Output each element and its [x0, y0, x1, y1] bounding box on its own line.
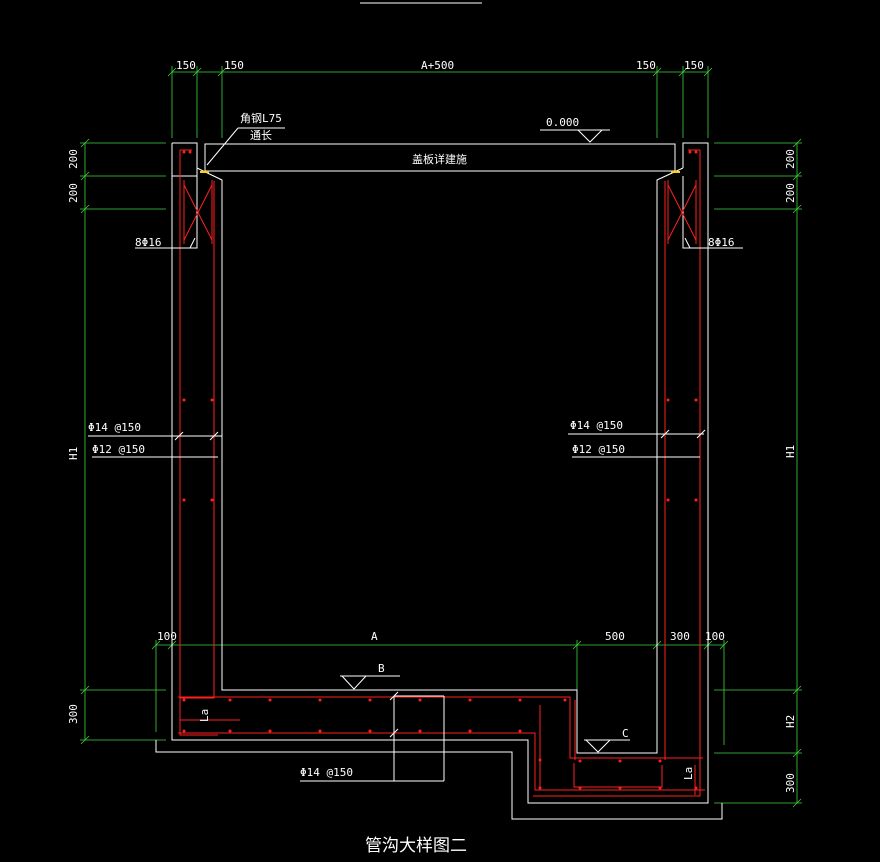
label-angle-steel: 角钢L75	[240, 112, 282, 125]
label-level-c: C	[622, 727, 629, 740]
dim-top-150-c: 150	[636, 59, 656, 72]
dim-bot-100-a: 100	[157, 630, 177, 643]
label-wall-phi12-right: Φ12 @150	[572, 443, 625, 456]
dim-bot-500: 500	[605, 630, 625, 643]
label-8phi16-right: 8Φ16	[708, 236, 735, 249]
dim-right-300: 300	[784, 773, 797, 793]
rebar	[178, 149, 705, 797]
dim-left-200-b: 200	[67, 183, 80, 203]
label-lap-right: La	[682, 767, 695, 780]
label-elevation: 0.000	[546, 116, 579, 129]
concrete-outline	[155, 142, 723, 820]
dim-right-200-a: 200	[784, 149, 797, 169]
dimension-lines	[80, 66, 802, 808]
dim-bot-100-b: 100	[705, 630, 725, 643]
label-8phi16-left: 8Φ16	[135, 236, 162, 249]
label-cover-plate: 盖板详建施	[412, 152, 467, 166]
label-lap-left: La	[198, 709, 211, 722]
drawing-title: 管沟大样图二	[365, 836, 467, 856]
dim-right-h1: H1	[784, 445, 797, 458]
dim-bot-300: 300	[670, 630, 690, 643]
leaders	[88, 127, 743, 782]
label-level-b: B	[378, 662, 385, 675]
dim-left-h1: H1	[67, 447, 80, 460]
dim-right-h2: H2	[784, 715, 797, 728]
label-slab-phi14: Φ14 @150	[300, 766, 353, 779]
dim-top-a-plus-500: A+500	[421, 59, 454, 72]
dim-bot-a: A	[371, 630, 378, 643]
label-wall-phi14-left: Φ14 @150	[88, 421, 141, 434]
cover-plate	[204, 143, 676, 172]
label-full-length: 通长	[250, 129, 272, 142]
label-wall-phi12-left: Φ12 @150	[92, 443, 145, 456]
dim-left-200-a: 200	[67, 149, 80, 169]
dim-top-150-b: 150	[224, 59, 244, 72]
dim-left-300: 300	[67, 704, 80, 724]
dim-right-200-b: 200	[784, 183, 797, 203]
dim-top-150-d: 150	[684, 59, 704, 72]
annotation-texts: 角钢L75 通长 0.000 盖板详建施 8Φ16 8Φ16 Φ14 @150 …	[88, 112, 735, 780]
rebar-dots	[182, 150, 698, 790]
label-wall-phi14-right: Φ14 @150	[570, 419, 623, 432]
dim-top-150-a: 150	[176, 59, 196, 72]
dimension-texts: 150 150 A+500 150 150 200 200 H1 300 200…	[67, 59, 797, 793]
